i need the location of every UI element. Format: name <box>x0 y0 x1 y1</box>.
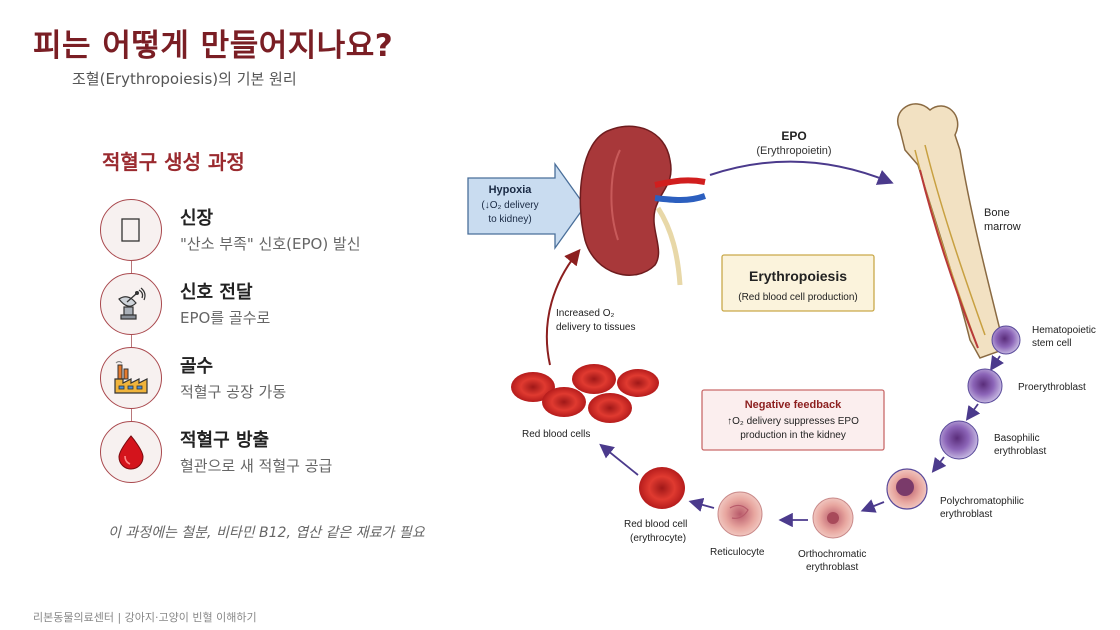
bone-illustration <box>897 103 1010 359</box>
step-desc: "산소 부족" 신호(EPO) 발신 <box>180 235 361 253</box>
rbc-label-2: (erythrocyte) <box>630 533 686 544</box>
kidney-icon <box>120 217 142 243</box>
step-kidney: 신장 "산소 부족" 신호(EPO) 발신 <box>100 199 460 263</box>
step-name: 신호 전달 <box>180 282 253 303</box>
hypoxia-line1: (↓O₂ delivery <box>481 200 538 211</box>
polychromatophilic-erythroblast-cell <box>886 468 928 510</box>
mature-red-blood-cell <box>639 467 685 509</box>
page-subtitle: 조혈(Erythropoiesis)의 기본 원리 <box>72 70 297 88</box>
step-name: 신장 <box>180 208 214 229</box>
step-icon-circle <box>100 347 162 409</box>
step-icon-circle <box>100 273 162 335</box>
step-bone-marrow: 골수 적혈구 공장 가동 <box>100 347 460 411</box>
red-blood-cells-label: Red blood cells <box>522 429 590 440</box>
poly-label-2: erythroblast <box>940 509 992 520</box>
feedback-title: Negative feedback <box>745 399 842 411</box>
increased-label-2: delivery to tissues <box>556 322 635 333</box>
step-release: 적혈구 방출 혈관으로 새 적혈구 공급 <box>100 421 460 485</box>
negative-feedback-box: Negative feedback ↑O₂ delivery suppresse… <box>701 389 885 451</box>
hypoxia-arrow: Hypoxia (↓O₂ delivery to kidney) <box>467 161 586 251</box>
erythropoiesis-center-box: Erythropoiesis (Red blood cell productio… <box>721 254 875 312</box>
hsc-label-2: stem cell <box>1032 338 1071 349</box>
erythropoiesis-cycle-diagram: Hypoxia (↓O₂ delivery to kidney) EPO (Er… <box>467 103 1096 573</box>
materials-note: 이 과정에는 철분, 비타민 B12, 엽산 같은 재료가 필요 <box>108 525 425 541</box>
page-title: 피는 어떻게 만들어지나요? <box>33 28 394 64</box>
stage-arrow <box>688 497 715 512</box>
epo-arrow <box>709 160 894 185</box>
hsc-label-1: Hematopoietic <box>1032 325 1096 336</box>
ortho-label-1: Orthochromatic <box>798 549 866 560</box>
baso-label-2: erythroblast <box>994 446 1046 457</box>
red-blood-cell-cluster <box>511 364 659 423</box>
orthochromatic-erythroblast-cell <box>812 497 854 539</box>
increased-label-1: Increased O₂ <box>556 308 614 319</box>
satellite-dish-icon <box>114 287 148 321</box>
basophilic-erythroblast-cell <box>939 420 979 460</box>
step-desc: 혈관으로 새 적혈구 공급 <box>180 457 333 475</box>
stage-arrow <box>931 456 947 473</box>
blood-drop-icon <box>116 434 146 470</box>
rbc-label-1: Red blood cell <box>624 519 687 530</box>
reticulocyte-cell <box>717 491 763 537</box>
epo-title: EPO <box>781 129 806 143</box>
step-name: 적혈구 방출 <box>180 430 270 451</box>
process-title: 적혈구 생성 과정 <box>102 150 245 174</box>
proerythroblast-label: Proerythroblast <box>1018 382 1086 393</box>
step-icon-circle <box>100 421 162 483</box>
increased-o2-arrow <box>545 248 581 366</box>
feedback-line2: production in the kidney <box>740 430 846 441</box>
step-icon-circle <box>100 199 162 261</box>
stage-arrow <box>990 355 1004 371</box>
epo-subtitle: (Erythropoietin) <box>756 145 831 157</box>
step-desc: 적혈구 공장 가동 <box>180 383 287 401</box>
step-signal: 신호 전달 EPO를 골수로 <box>100 273 460 337</box>
feedback-line1: ↑O₂ delivery suppresses EPO <box>727 416 859 427</box>
center-title: Erythropoiesis <box>749 268 847 284</box>
step-name: 골수 <box>180 356 214 377</box>
factory-icon <box>112 361 150 395</box>
hematopoietic-stem-cell <box>991 325 1021 355</box>
baso-label-1: Basophilic <box>994 433 1040 444</box>
proerythroblast-cell <box>967 368 1003 404</box>
footer-caption: 리본동물의료센터 | 강아지·고양이 빈혈 이해하기 <box>33 611 257 624</box>
bone-marrow-label-1: Bone <box>984 207 1010 219</box>
kidney-illustration <box>579 125 706 286</box>
stage-arrow <box>599 443 639 476</box>
stage-arrow <box>860 499 885 513</box>
reticulocyte-label: Reticulocyte <box>710 547 765 558</box>
bone-marrow-label-2: marrow <box>984 221 1021 233</box>
center-subtitle: (Red blood cell production) <box>738 292 858 303</box>
ortho-label-2: erythroblast <box>806 562 858 573</box>
step-desc: EPO를 골수로 <box>180 309 271 327</box>
hypoxia-title: Hypoxia <box>489 184 533 196</box>
poly-label-1: Polychromatophilic <box>940 496 1024 507</box>
stage-arrow <box>965 403 981 421</box>
hypoxia-line2: to kidney) <box>488 214 531 225</box>
